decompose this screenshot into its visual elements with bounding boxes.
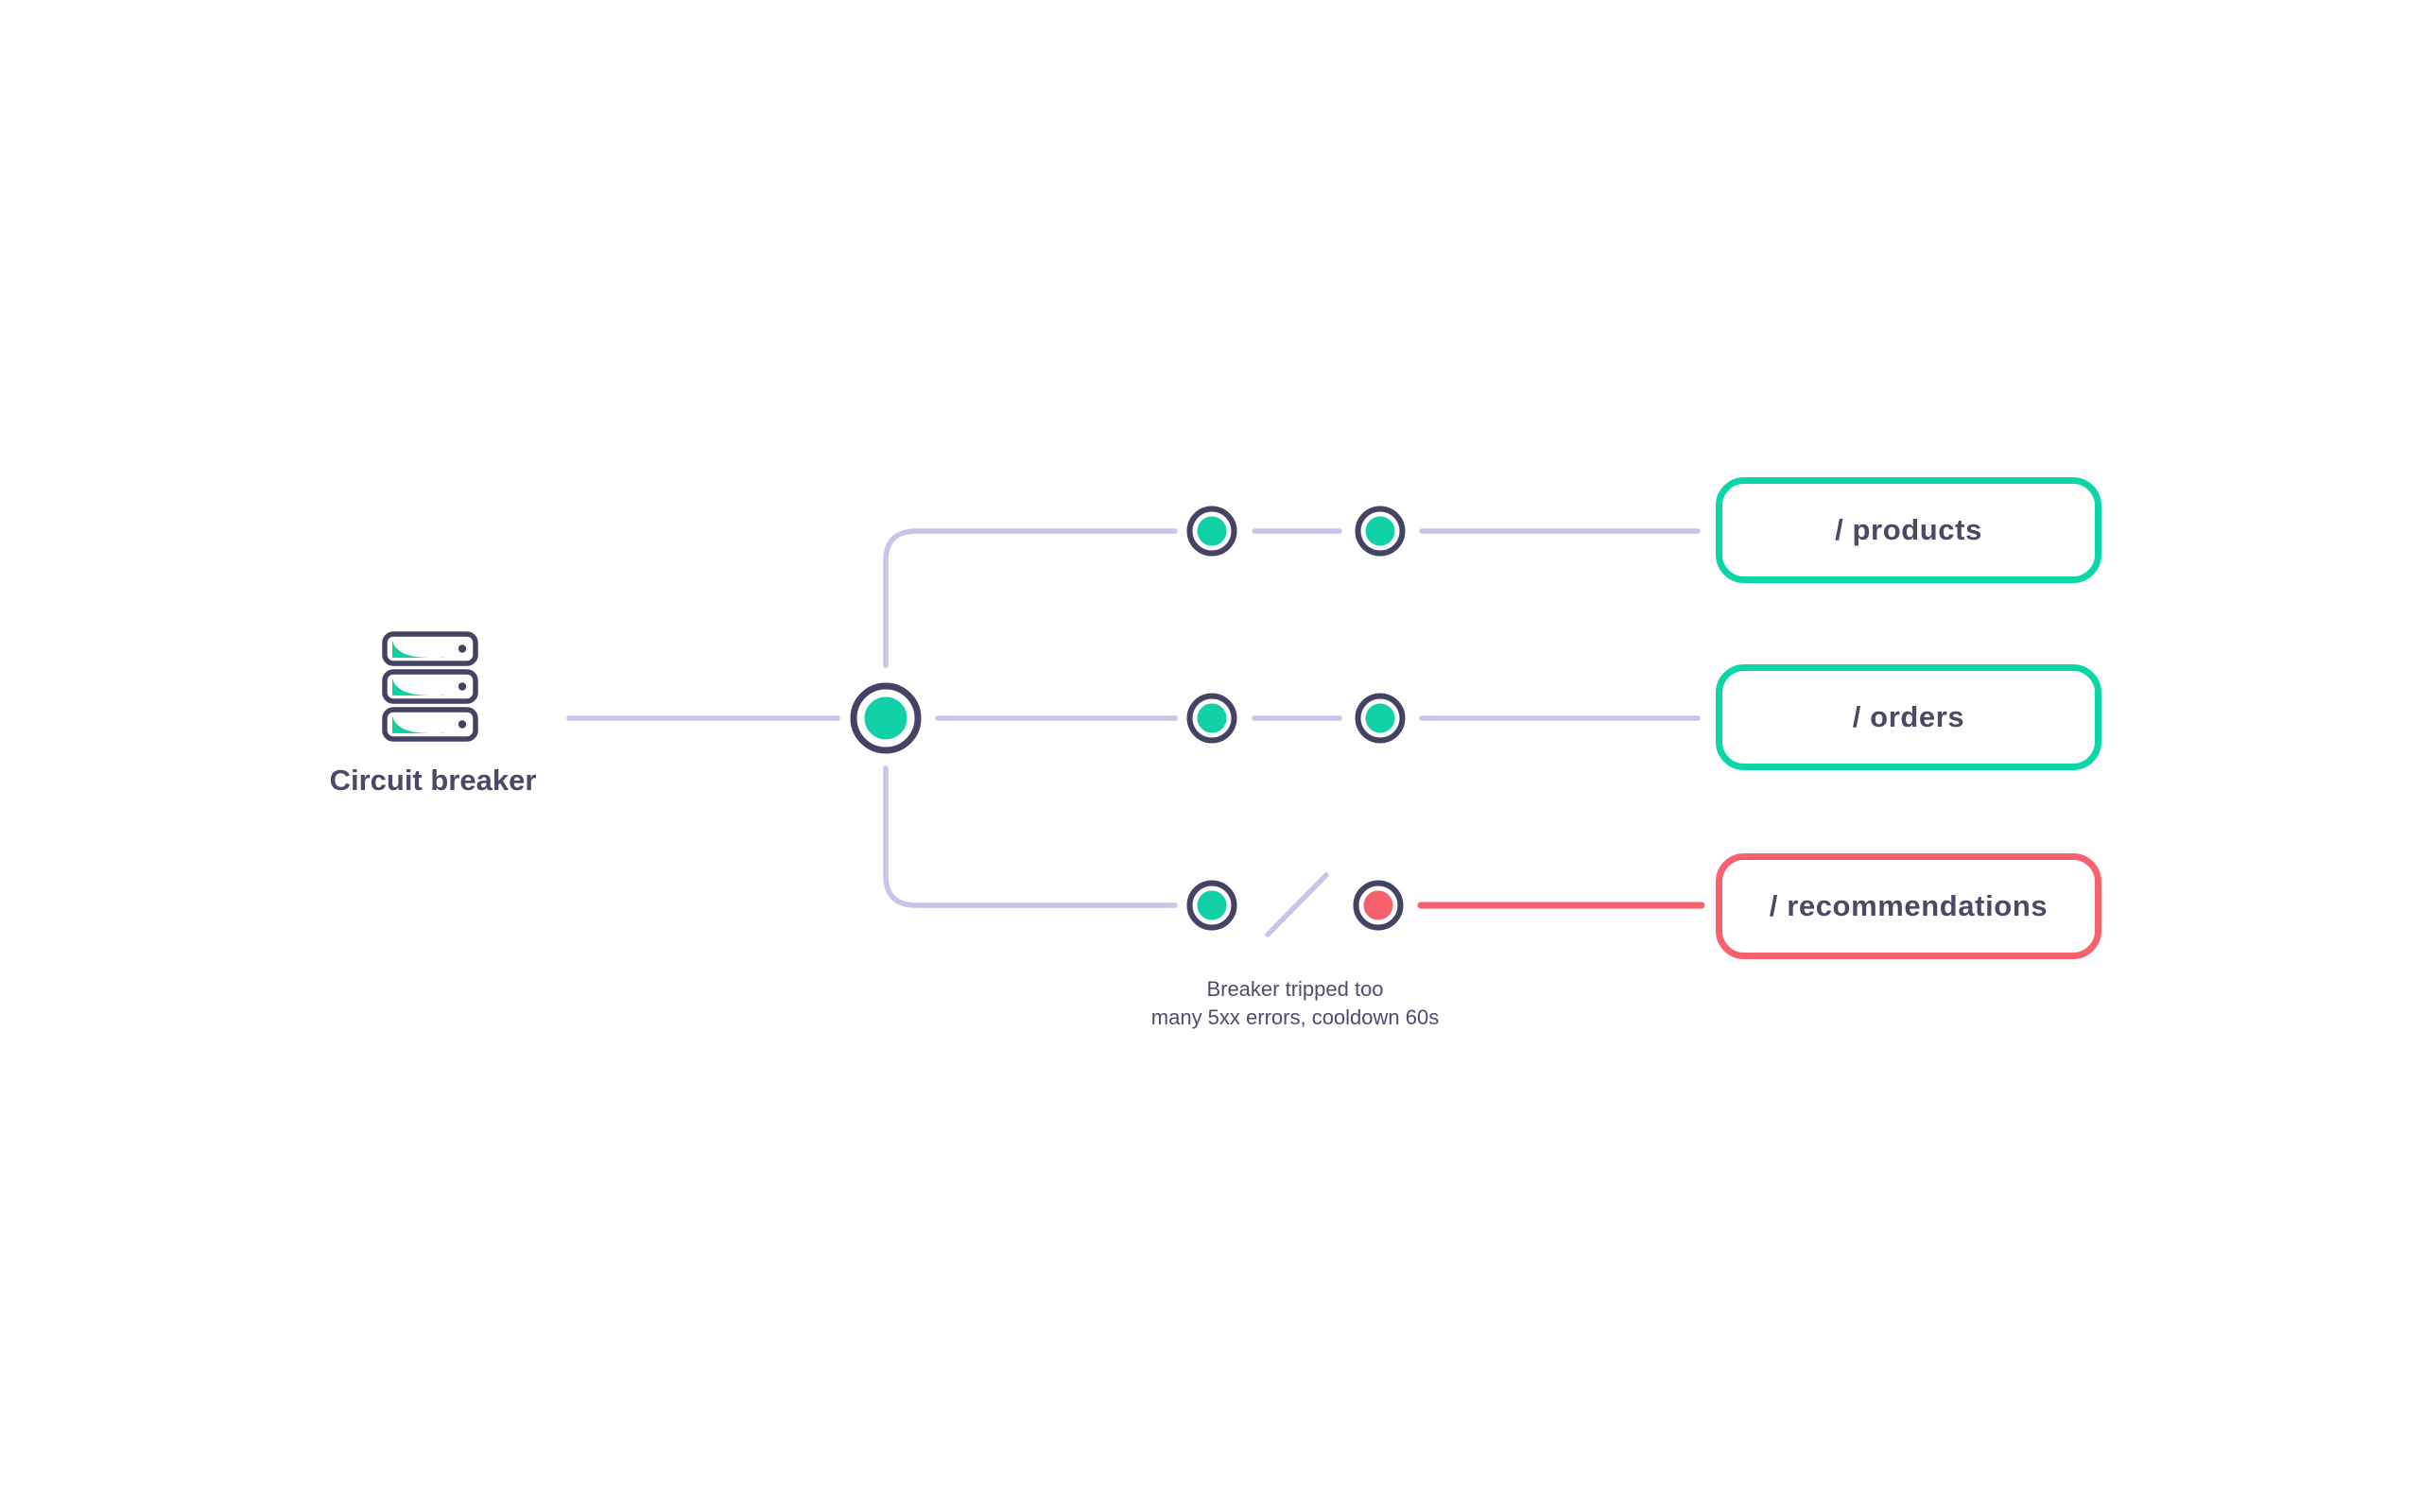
gateway-node (850, 682, 922, 754)
recommendations-node-1-status (1197, 890, 1227, 920)
orders-node-2-status (1365, 703, 1395, 733)
endpoint-box-recommendations: / recommendations (1716, 853, 2101, 959)
branch-top (883, 528, 1178, 668)
recommendations-node-1 (1186, 880, 1237, 931)
products-node-1 (1186, 506, 1237, 557)
server-stack-icon (382, 631, 478, 742)
endpoint-label-products: / products (1835, 513, 1982, 546)
orders-node-2 (1355, 693, 1406, 744)
orders-node-1-status (1197, 703, 1227, 733)
products-node-1-status (1197, 516, 1227, 546)
products-node-2-status (1365, 516, 1395, 546)
server-row-icon (382, 631, 478, 666)
breaker-tripped-note: Breaker tripped too many 5xx errors, coo… (1106, 975, 1484, 1032)
endpoint-label-orders: / orders (1852, 700, 1965, 733)
endpoint-box-products: / products (1716, 477, 2101, 583)
products-node-2 (1355, 506, 1406, 557)
server-row-icon (382, 707, 478, 742)
endpoint-label-recommendations: / recommendations (1769, 889, 2048, 922)
note-line-2: many 5xx errors, cooldown 60s (1150, 1005, 1440, 1029)
gateway-node-status (864, 696, 908, 740)
recommendations-node-2-status (1363, 890, 1393, 920)
branch-bottom (883, 765, 1178, 908)
note-line-1: Breaker tripped too (1206, 977, 1384, 1001)
circuit-breaker-label: Circuit breaker (329, 764, 537, 797)
endpoint-box-orders: / orders (1716, 664, 2101, 770)
server-row-icon (382, 669, 478, 704)
broken-link-slash-icon (1265, 872, 1329, 937)
orders-node-1 (1186, 693, 1237, 744)
recommendations-node-2 (1353, 880, 1404, 931)
